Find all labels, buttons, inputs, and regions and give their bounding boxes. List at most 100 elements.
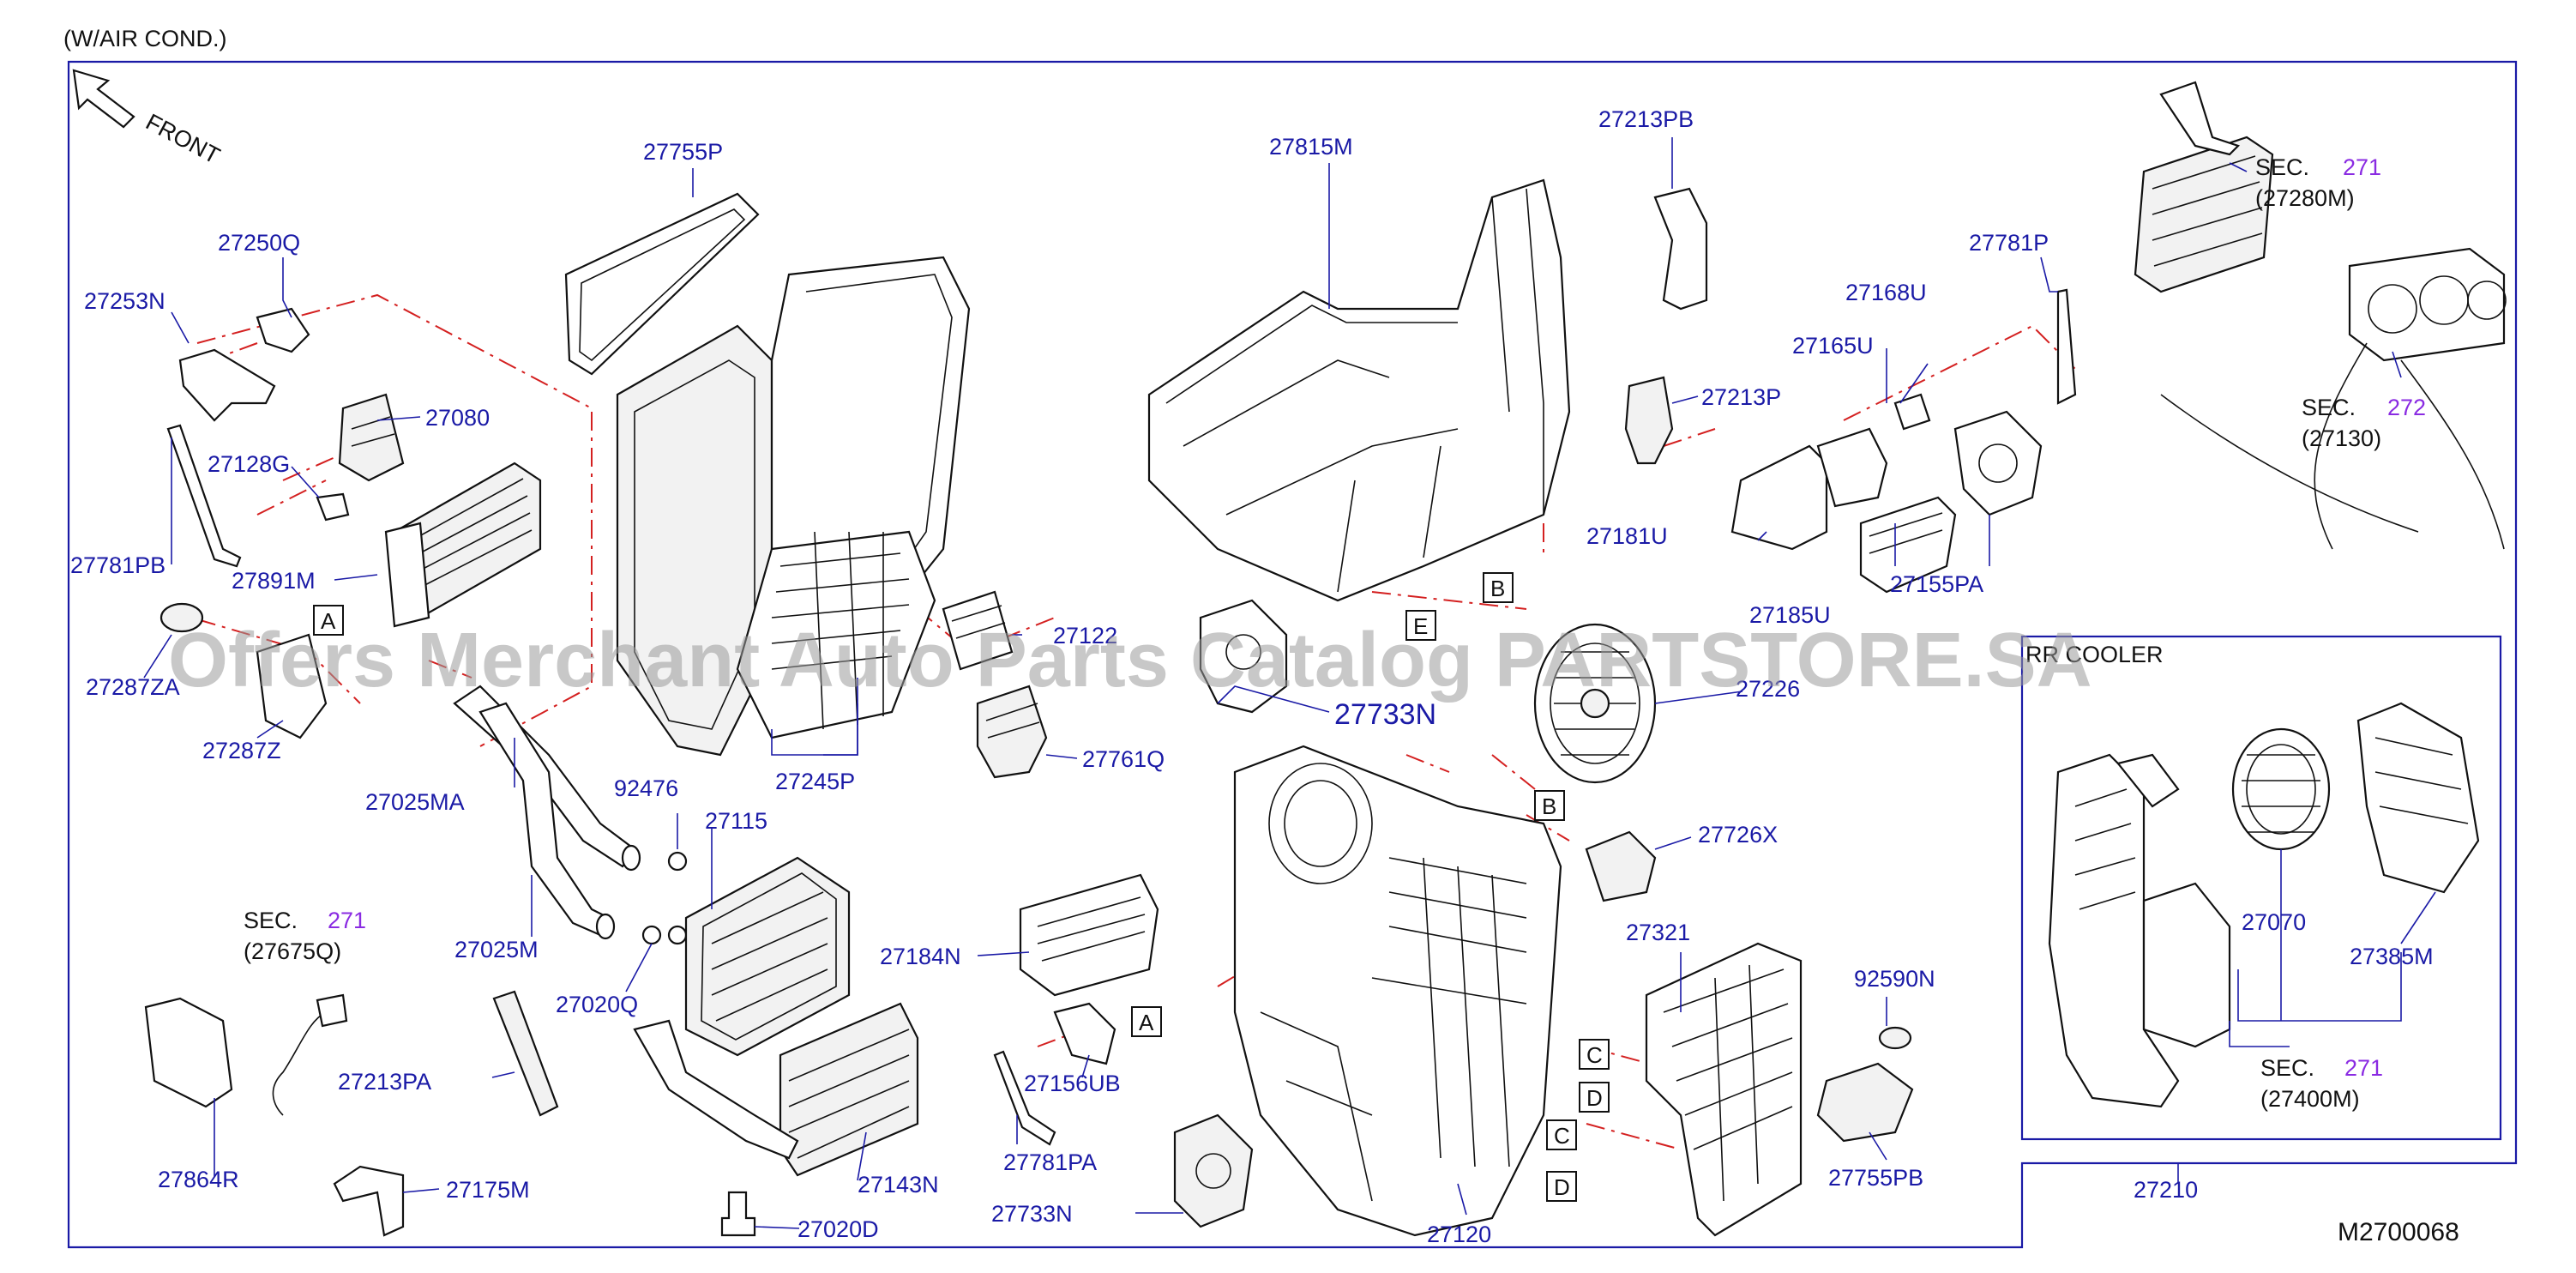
- seal-27213PA: [492, 990, 559, 1117]
- part-27761Q[interactable]: 27761Q: [1082, 746, 1165, 772]
- seal-27755PB: [1816, 1062, 1914, 1143]
- part-27250Q[interactable]: 27250Q: [218, 230, 300, 256]
- part-27080[interactable]: 27080: [425, 405, 490, 431]
- part-27245P[interactable]: 27245P: [775, 769, 855, 794]
- part-27143N[interactable]: 27143N: [858, 1172, 939, 1198]
- ref-e1: E: [1413, 613, 1428, 639]
- grommet-92590N: [1878, 1026, 1912, 1050]
- diagram-code: M2700068: [2338, 1218, 2459, 1246]
- outer-frame: [67, 60, 2518, 1249]
- rod-27781P: [2056, 288, 2077, 405]
- control-panel-27130: [2160, 247, 2507, 550]
- bracket-27156UB: [1053, 1002, 1116, 1065]
- part-27025MA[interactable]: 27025MA: [365, 789, 465, 815]
- clip-27128G: [316, 492, 350, 522]
- part-27168U[interactable]: 27168U: [1845, 280, 1927, 305]
- motor-27733N-top: [1199, 599, 1288, 714]
- part-27253N[interactable]: 27253N: [84, 288, 166, 314]
- part-27020Q[interactable]: 27020Q: [556, 992, 638, 1017]
- part-27120[interactable]: 27120: [1427, 1222, 1491, 1247]
- part-27726X[interactable]: 27726X: [1698, 822, 1778, 848]
- housing-27385M: [2356, 702, 2480, 894]
- duct-27185U: [1859, 496, 1957, 594]
- part-27128G[interactable]: 27128G: [208, 451, 290, 477]
- variant-label: (W/AIR COND.): [63, 26, 226, 51]
- part-27115[interactable]: 27115: [705, 808, 767, 834]
- part-27025M[interactable]: 27025M: [454, 937, 539, 962]
- part-27781PA[interactable]: 27781PA: [1003, 1149, 1097, 1175]
- part-27815M[interactable]: 27815M: [1269, 134, 1353, 160]
- ref-c1: C: [1586, 1042, 1603, 1068]
- part-27755PB[interactable]: 27755PB: [1828, 1165, 1923, 1191]
- evaporator-27280M: [2134, 81, 2274, 293]
- clip-92476: [667, 851, 688, 872]
- ref-a1: A: [321, 608, 336, 634]
- part-27070[interactable]: 27070: [2242, 909, 2306, 935]
- part-27184N[interactable]: 27184N: [880, 944, 961, 969]
- part-27733N[interactable]: 27733N: [991, 1201, 1073, 1227]
- ref-c2: C: [1554, 1123, 1570, 1149]
- heater-core-27143N: [633, 1002, 919, 1177]
- bracket-27175M: [333, 1165, 405, 1237]
- actuator-27155PA: [1953, 410, 2043, 516]
- part-27781PB[interactable]: 27781PB: [70, 552, 166, 578]
- clip-27020Q: [641, 925, 662, 945]
- bolt-27020D: [720, 1191, 756, 1237]
- part-labels: 27755P 27250Q 27253N 27080 27128G 27781P…: [70, 106, 2434, 1247]
- part-27213P[interactable]: 27213P: [1701, 384, 1781, 410]
- wire-27675Q: [272, 1011, 327, 1116]
- part-92476[interactable]: 92476: [614, 775, 678, 801]
- duct-27181U: [1730, 444, 1828, 551]
- part-27226[interactable]: 27226: [1736, 676, 1800, 702]
- bracket-27253N: [178, 307, 310, 422]
- rr-cooler-housing: [2048, 753, 2231, 1108]
- part-27733N-large[interactable]: 27733N: [1334, 698, 1436, 731]
- sec-ref-1-num[interactable]: 271: [2343, 154, 2381, 180]
- part-27185U[interactable]: 27185U: [1749, 602, 1831, 628]
- part-27213PB[interactable]: 27213PB: [1598, 106, 1694, 132]
- filter-frame-27755P: [564, 192, 760, 376]
- rod-27781PB: [166, 424, 242, 568]
- part-27781P[interactable]: 27781P: [1969, 230, 2049, 256]
- part-27165U[interactable]: 27165U: [1792, 333, 1874, 359]
- heater-hoses: [453, 685, 641, 940]
- sec-ref-4-code: (27400M): [2260, 1086, 2360, 1112]
- rod-27781PA: [993, 1050, 1056, 1146]
- part-27321[interactable]: 27321: [1626, 920, 1690, 945]
- clip-27020Q-b: [667, 925, 688, 945]
- grommet-27287Z: [159, 602, 328, 739]
- blower-27070: [2231, 727, 2331, 851]
- duct-27185U-grille: [1869, 512, 1943, 554]
- part-27213PA[interactable]: 27213PA: [338, 1069, 431, 1095]
- part-27385M[interactable]: 27385M: [2350, 944, 2434, 969]
- ref-d1: D: [1586, 1085, 1603, 1111]
- part-27210[interactable]: 27210: [2134, 1177, 2198, 1203]
- watermark: Offers Merchant Auto Parts Catalog PARTS…: [168, 618, 2092, 703]
- part-27864R[interactable]: 27864R: [158, 1167, 239, 1192]
- part-27156UB[interactable]: 27156UB: [1024, 1071, 1121, 1096]
- sec-ref-2-num[interactable]: 272: [2387, 395, 2426, 420]
- motor-27733N: [1173, 1113, 1254, 1228]
- sec-ref-3-code: (27675Q): [244, 938, 341, 964]
- part-27891M[interactable]: 27891M: [232, 568, 316, 594]
- sec-ref-3-num[interactable]: 271: [328, 908, 366, 933]
- part-27755P[interactable]: 27755P: [643, 139, 723, 165]
- part-27122[interactable]: 27122: [1053, 623, 1117, 649]
- duct-27815M: [1147, 178, 1571, 602]
- clip-27675Q: [316, 993, 348, 1028]
- duct-27165U: [1816, 427, 1888, 508]
- ref-b1: B: [1490, 576, 1505, 601]
- sec-ref-2-sec: SEC.: [2302, 395, 2356, 420]
- part-27181U[interactable]: 27181U: [1586, 523, 1668, 549]
- part-27175M[interactable]: 27175M: [446, 1177, 530, 1203]
- leader-lines: [143, 137, 2436, 1229]
- part-92590N[interactable]: 92590N: [1854, 966, 1935, 992]
- part-27287Z[interactable]: 27287Z: [202, 738, 281, 763]
- actuator-27080: [338, 393, 405, 482]
- part-27155PA[interactable]: 27155PA: [1890, 571, 1983, 597]
- sec-ref-4-num[interactable]: 271: [2344, 1055, 2383, 1081]
- part-27020D[interactable]: 27020D: [797, 1216, 879, 1242]
- evaporator-27115: [684, 856, 851, 1057]
- cabin-filter-27891M: [384, 462, 542, 628]
- part-27287ZA[interactable]: 27287ZA: [86, 674, 180, 700]
